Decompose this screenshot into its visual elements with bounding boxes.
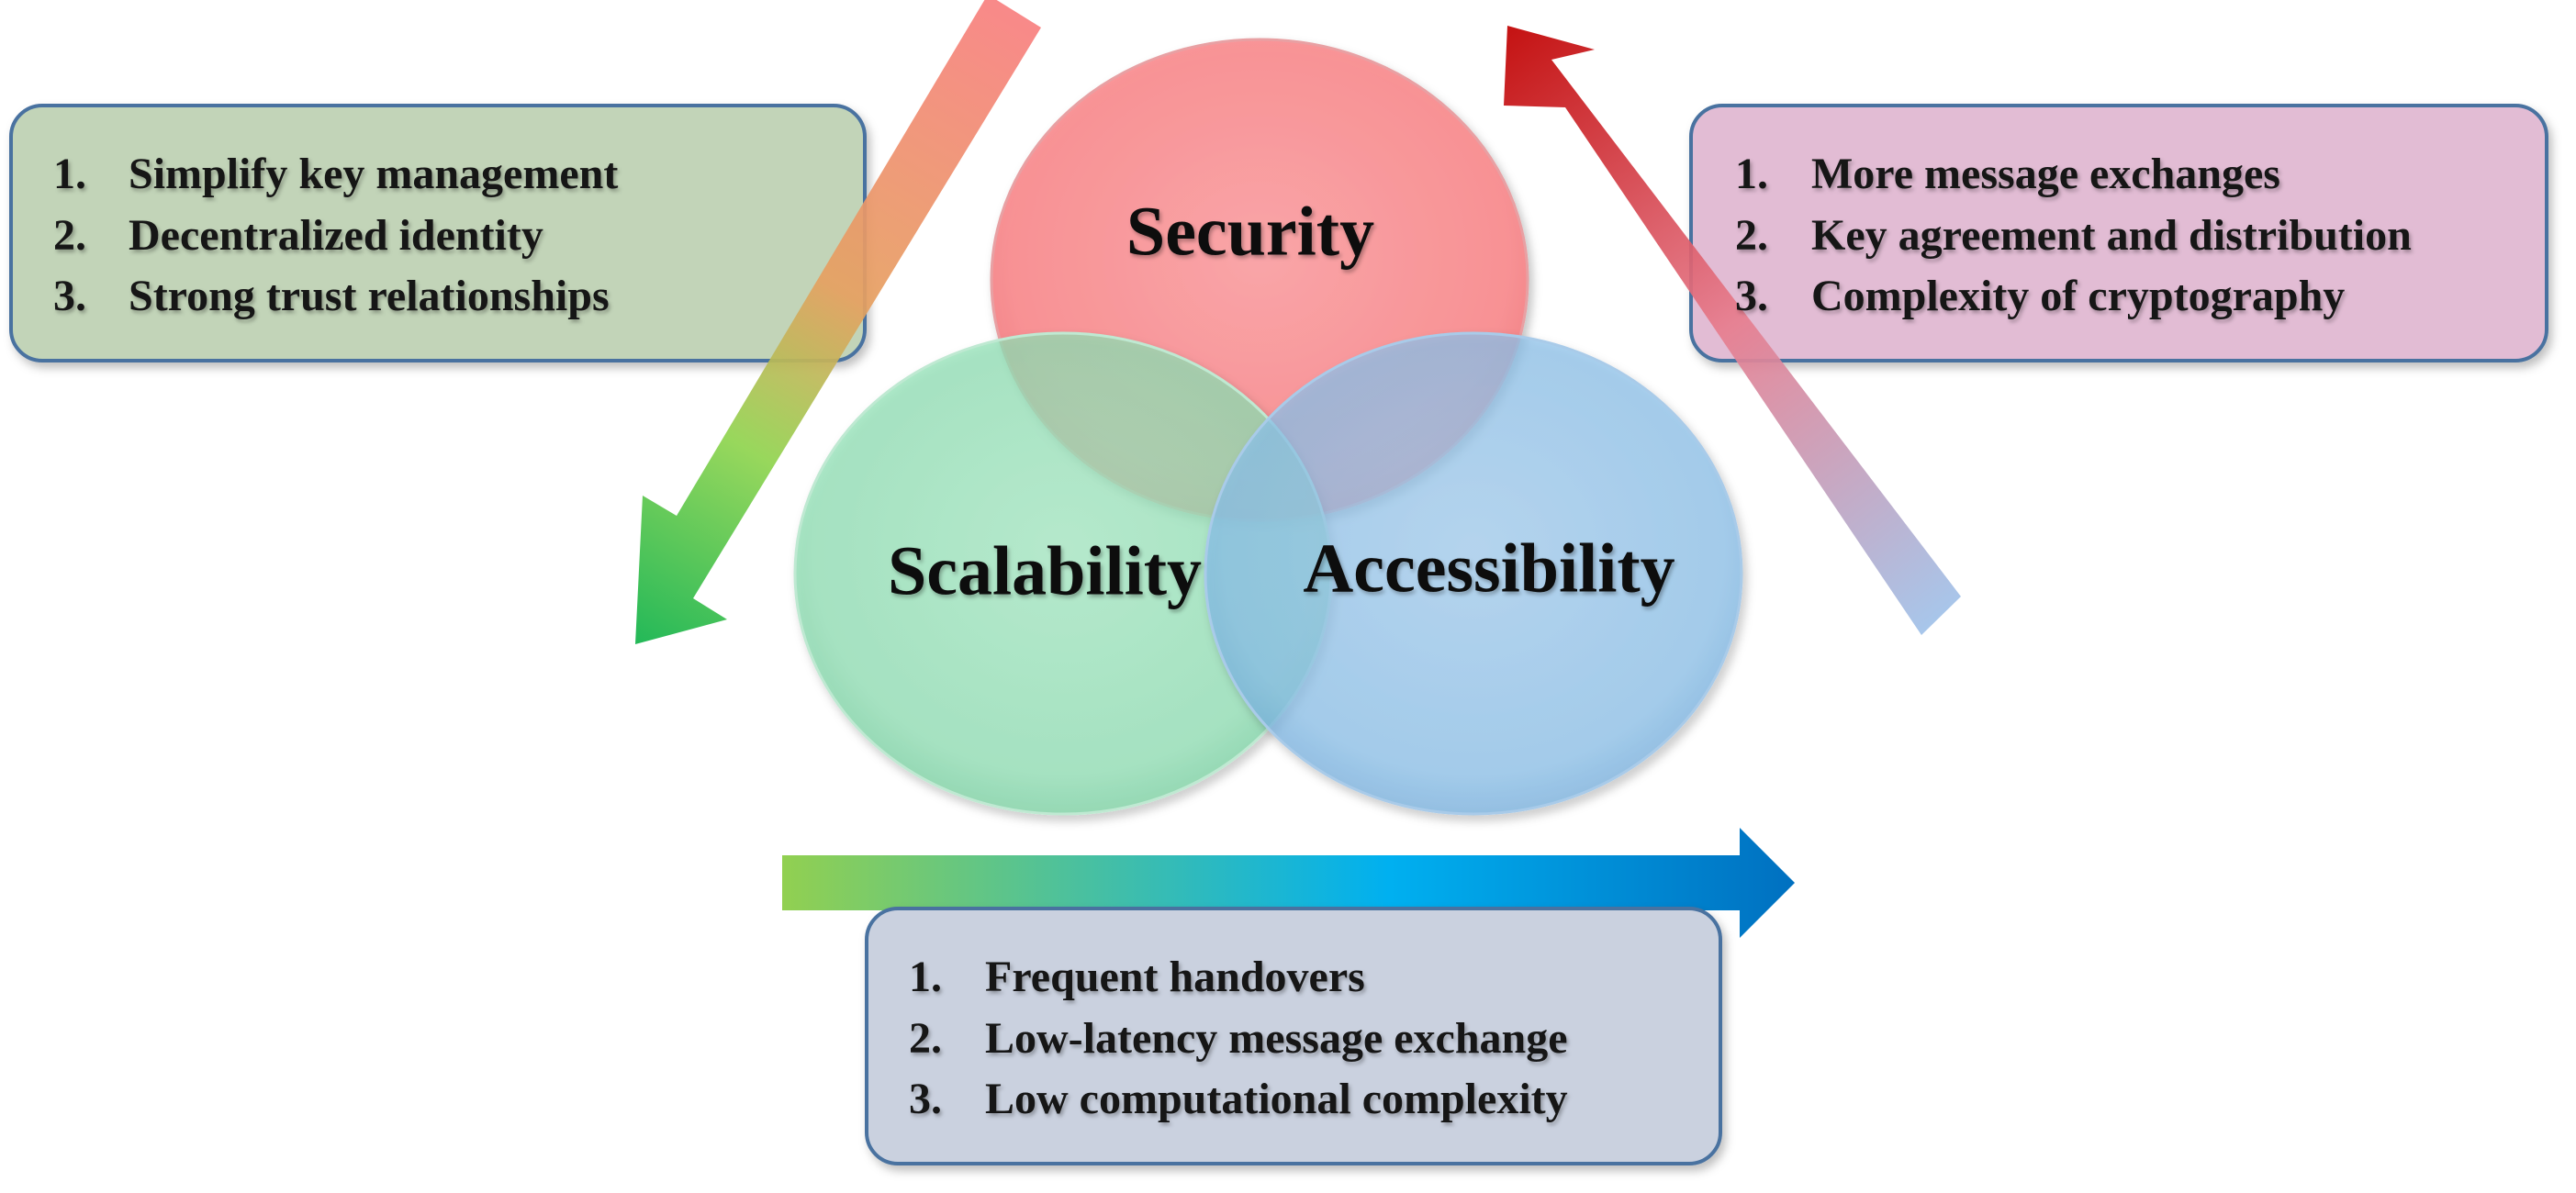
box-bottom-list: 1. Frequent handovers 2. Low-latency mes… [909,953,1568,1123]
box-right-item-2-text: Key agreement and distribution [1811,211,2412,260]
box-right-list: 1. More message exchanges 2. Key agreeme… [1735,150,2412,320]
box-bottom-item-2-text: Low-latency message exchange [985,1014,1568,1063]
box-left-item-3-number: 3. [53,272,86,320]
box-left-item-1-text: Simplify key management [129,150,618,198]
box-bottom-item-1-number: 1. [909,953,942,1001]
box-right-item-1-number: 1. [1735,150,1768,198]
box-bottom-item-3-number: 3. [909,1075,942,1123]
arrow-left [635,0,1041,644]
box-bottom-item-1-text: Frequent handovers [985,953,1365,1001]
box-left-item-3-text: Strong trust relationships [129,272,610,320]
box-left-item-2-text: Decentralized identity [129,211,543,260]
label-security: Security [1126,193,1374,270]
box-left-list: 1. Simplify key management 2. Decentrali… [53,150,618,320]
box-right-item-2-number: 2. [1735,211,1768,260]
box-right-frame [1689,104,2548,362]
arrow-right [1504,26,1961,635]
box-left-item-1-number: 1. [53,150,86,198]
box-right [1689,104,2548,362]
box-bottom-item-3-text: Low computational complexity [985,1075,1568,1123]
box-bottom [865,907,1722,1165]
box-bottom-item-2-number: 2. [909,1014,942,1063]
circle-accessibility [1204,331,1743,816]
label-accessibility: Accessibility [1303,530,1674,607]
box-left-item-2-number: 2. [53,211,86,260]
box-right-item-1-text: More message exchanges [1811,150,2280,198]
box-right-item-3-number: 3. [1735,272,1768,320]
box-bottom-frame [865,907,1722,1165]
box-right-item-3-text: Complexity of cryptography [1811,272,2345,320]
label-scalability: Scalability [888,532,1202,609]
